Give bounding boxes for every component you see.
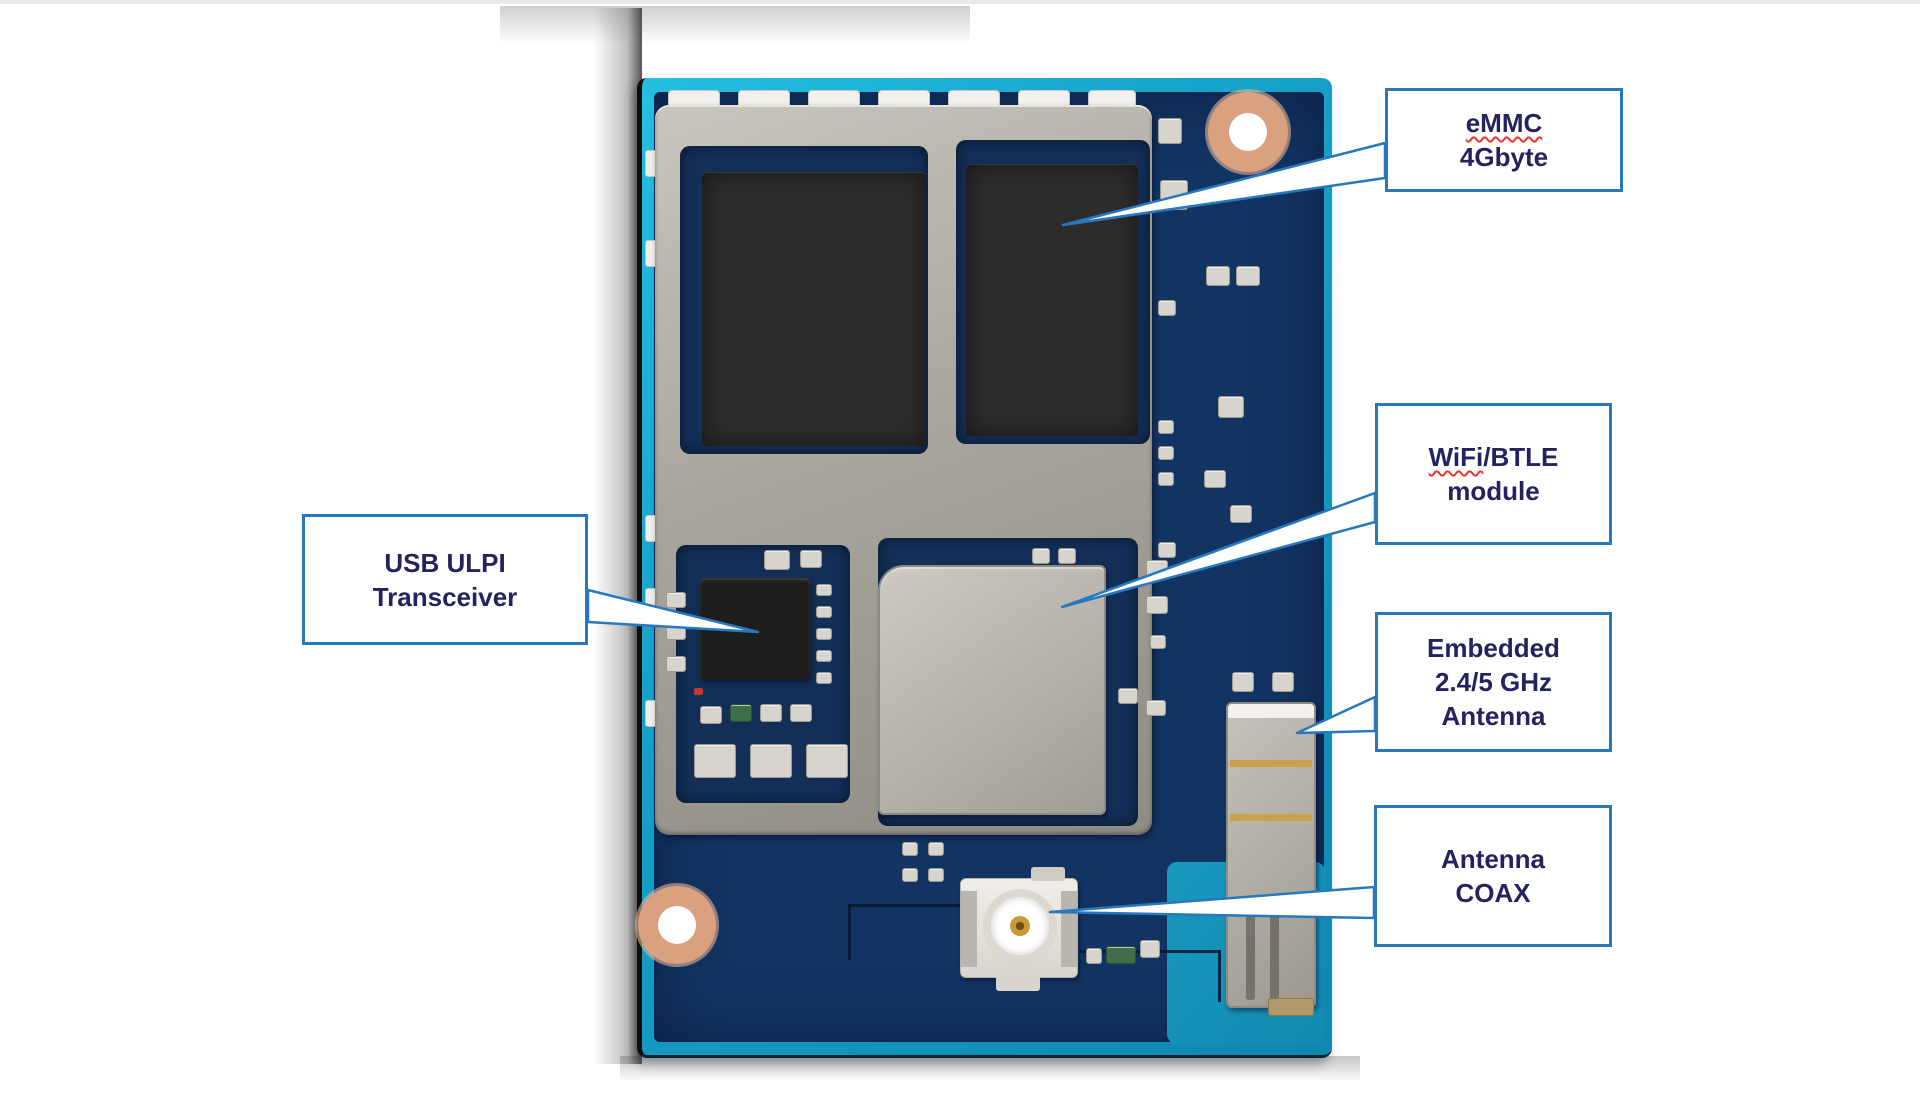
smd-pad (1032, 548, 1050, 564)
mounting-hole-top (1208, 92, 1288, 172)
antenna-slot (1246, 912, 1255, 1000)
wifi-btle-module (878, 565, 1106, 815)
callout-emmc-word: eMMC (1465, 108, 1543, 138)
antenna-gold-stripe (1230, 898, 1312, 907)
smd-pad (1058, 548, 1076, 564)
pcb-trace (848, 904, 851, 960)
smd-pad (1272, 672, 1294, 692)
smd-pad (666, 592, 686, 608)
callout-ulpi-line1: USB ULPI (384, 547, 506, 578)
smd-pad (1158, 472, 1174, 486)
smd-pad (816, 672, 832, 684)
coax-tab (996, 975, 1040, 991)
photo-shadow-left (594, 8, 642, 1064)
callout-ulpi-line2: Transceiver (372, 581, 518, 612)
callout-emmc-line1: eMMC (1466, 106, 1543, 140)
pcb-trace (848, 904, 964, 907)
smd-pad (1146, 596, 1168, 614)
callout-usb-ulpi: USB ULPI Transceiver (302, 514, 588, 645)
antenna-gold-stripe (1230, 760, 1312, 767)
smd-pad (1146, 700, 1166, 716)
smd-pad (1118, 688, 1138, 704)
smd-pad (1160, 180, 1188, 210)
smd-pad (816, 650, 832, 662)
photo-shadow-bottom (620, 1056, 1360, 1082)
smd-pad (1158, 446, 1174, 460)
smd-pad (790, 704, 812, 722)
smd-pad (1150, 635, 1166, 649)
smd-pad (902, 868, 918, 882)
coax-center-pin (1010, 916, 1030, 936)
smd-pad (806, 744, 848, 778)
mounting-hole-bore (1229, 113, 1267, 151)
smd-pad (800, 550, 822, 568)
callout-antenna-coax: Antenna COAX (1374, 805, 1612, 947)
smd-pad (902, 842, 918, 856)
callout-embedded-antenna: Embedded 2.4/5 GHz Antenna (1375, 612, 1612, 752)
callout-emmc-line2: 4Gbyte (1459, 142, 1549, 172)
smd-pad (816, 628, 832, 640)
smd-pad (730, 704, 752, 722)
smd-pad (1218, 396, 1244, 418)
callout-antenna-line1: Embedded (1427, 633, 1560, 663)
smd-pad (1140, 940, 1160, 958)
callout-wifi-btle: WiFi/BTLE module (1375, 403, 1612, 545)
smd-pad (1206, 266, 1230, 286)
smd-pad (666, 624, 686, 640)
smd-pad (1158, 542, 1176, 558)
coax-connector (960, 867, 1078, 991)
smd-pad (1158, 420, 1174, 434)
polarity-mark (694, 688, 703, 695)
embedded-antenna (1226, 702, 1316, 1008)
smd-pad (750, 744, 792, 778)
antenna-gold-stripe (1230, 814, 1312, 821)
emmc-die-right (966, 164, 1138, 436)
smd-pad (760, 704, 782, 722)
smd-pad (694, 744, 736, 778)
smd-pad (1146, 560, 1168, 578)
pcb-trace (1218, 950, 1221, 1002)
smd-pad (1158, 118, 1182, 144)
callout-wifi-word: WiFi (1428, 442, 1484, 472)
smd-pad (666, 656, 686, 672)
page-top-border (0, 0, 1920, 4)
callout-antenna-line3: Antenna (1441, 701, 1546, 731)
smd-pad (1230, 505, 1252, 523)
smd-pad (764, 550, 790, 570)
callout-coax-line1: Antenna (1441, 844, 1545, 874)
smd-pad (928, 842, 944, 856)
callout-antenna-line2: 2.4/5 GHz (1434, 667, 1553, 697)
smd-pad (1232, 672, 1254, 692)
antenna-slot (1270, 912, 1279, 1000)
smd-pad (700, 706, 722, 724)
smd-pad (1204, 470, 1226, 488)
antenna-foot-pad (1268, 998, 1314, 1016)
photo-shadow-top (500, 6, 970, 44)
callout-wifi-line1: WiFi/BTLE (1429, 440, 1559, 474)
smd-pad (928, 868, 944, 882)
coax-flange (1061, 891, 1077, 967)
smd-pad (1236, 266, 1260, 286)
smd-pad (1158, 300, 1176, 316)
smd-pad (816, 584, 832, 596)
callout-wifi-rest: /BTLE (1483, 442, 1559, 472)
smd-pad (1106, 946, 1136, 964)
mounting-hole-bore (658, 906, 696, 944)
callout-coax-line2: COAX (1455, 878, 1531, 908)
mounting-hole-bottom (638, 886, 716, 964)
usb-ulpi-chip (700, 578, 810, 680)
callout-wifi-line2: module (1447, 476, 1540, 506)
coax-tab (1031, 867, 1065, 881)
smd-pad (1086, 948, 1102, 964)
coax-flange (961, 891, 977, 967)
emmc-die-left (702, 172, 926, 446)
smd-pad (816, 606, 832, 618)
antenna-highlight (1228, 704, 1314, 718)
callout-emmc: eMMC 4Gbyte (1385, 88, 1623, 192)
